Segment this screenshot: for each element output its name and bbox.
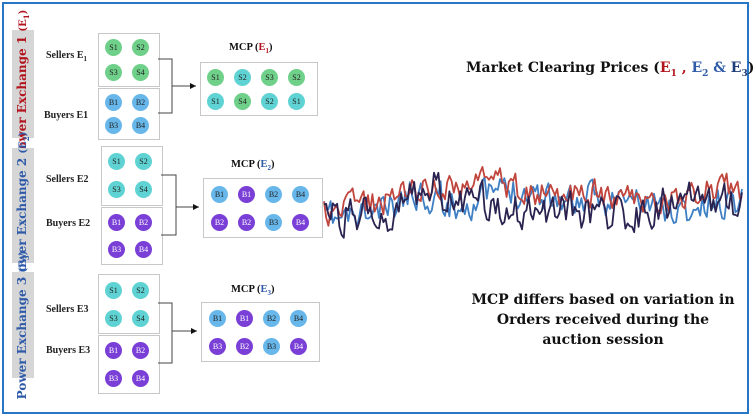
mcp-node: B1 xyxy=(209,310,226,327)
price-line-e1 xyxy=(323,165,743,227)
mcp-node: S2 xyxy=(288,69,305,86)
caption-line-2: Orders received during the xyxy=(496,312,710,328)
seller-node: S3 xyxy=(108,181,125,198)
buyers-e3-box: B1 B2 B3 B4 xyxy=(98,335,160,394)
caption-line-1: MCP differs based on variation in xyxy=(471,292,735,308)
buyer-node: B3 xyxy=(105,370,122,387)
mcp-node: B1 xyxy=(236,310,253,327)
exchange-2-bar: Power Exchange 2 (E2) xyxy=(12,131,34,280)
seller-node: S2 xyxy=(132,39,149,56)
buyer-node: B1 xyxy=(105,94,122,111)
sellers-e2-label: Sellers E2 xyxy=(46,174,89,185)
seller-node: S3 xyxy=(105,310,122,327)
mcp-e1-title: MCP (E1) xyxy=(229,42,273,56)
mcp-node: S3 xyxy=(261,69,278,86)
buyers-e1-label: Buyers E1 xyxy=(44,110,89,121)
price-line-e2 xyxy=(323,176,743,229)
outer-frame xyxy=(2,2,749,414)
price-series-group xyxy=(323,165,743,239)
sellers-e3-box: S1 S2 S3 S4 xyxy=(98,274,160,334)
sellers-e1-box: S1 S2 S3 S4 xyxy=(98,33,160,87)
mcp-node: B3 xyxy=(209,338,226,355)
buyer-node: B2 xyxy=(132,342,149,359)
seller-node: S1 xyxy=(105,39,122,56)
sellers-e2-box: S1 S2 S3 S4 xyxy=(101,146,163,206)
mcp-e1-box: S1 S2 S3 S2 S1 S4 S2 S1 xyxy=(200,62,318,116)
mcp-node: S2 xyxy=(261,93,278,110)
seller-node: S3 xyxy=(105,64,122,81)
connector-e2 xyxy=(161,174,199,236)
mcp-node: B4 xyxy=(292,214,309,231)
buyers-e3-label: Buyers E3 xyxy=(46,345,91,356)
sellers-e1-label: Sellers E1 xyxy=(46,50,87,63)
buyer-node: B3 xyxy=(105,117,122,134)
buyer-node: B1 xyxy=(105,342,122,359)
mcp-node: S1 xyxy=(207,93,224,110)
buyer-node: B1 xyxy=(108,214,125,231)
exchange-1-bar: Power Exchange 1 (E1) xyxy=(12,10,34,158)
mcp-e2-box: B1 B1 B2 B4 B2 B2 B3 B4 xyxy=(203,178,323,238)
mcp-node: B4 xyxy=(290,310,307,327)
seller-node: S4 xyxy=(132,310,149,327)
mcp-node: S4 xyxy=(234,93,251,110)
mcp-node: B4 xyxy=(292,186,309,203)
mcp-e3-title: MCP (E3) xyxy=(231,284,275,298)
price-line-e3 xyxy=(323,171,743,239)
sellers-e3-label: Sellers E3 xyxy=(46,304,89,315)
seller-node: S4 xyxy=(132,64,149,81)
mcp-node: B3 xyxy=(265,214,282,231)
connector-e3 xyxy=(158,302,197,364)
buyer-node: B4 xyxy=(132,117,149,134)
mcp-node: S1 xyxy=(207,69,224,86)
diagram-caption: MCP differs based on variation in Orders… xyxy=(462,290,744,350)
buyers-e2-label: Buyers E2 xyxy=(46,218,91,229)
buyers-e2-box: B1 B2 B3 B4 xyxy=(101,207,163,265)
mcp-e3-box: B1 B1 B2 B4 B3 B2 B3 B4 xyxy=(201,302,320,362)
seller-node: S4 xyxy=(135,181,152,198)
mcp-node: B4 xyxy=(290,338,307,355)
buyer-node: B3 xyxy=(108,241,125,258)
buyer-node: B4 xyxy=(135,241,152,258)
buyer-node: B2 xyxy=(135,214,152,231)
buyer-node: B4 xyxy=(132,370,149,387)
mcp-node: B1 xyxy=(211,186,228,203)
exchange-3-bar: Power Exchange 3 (E3) xyxy=(12,251,34,399)
mcp-node: S2 xyxy=(234,69,251,86)
seller-node: S2 xyxy=(132,282,149,299)
connector-e1 xyxy=(158,58,196,114)
buyers-e1-box: B1 B2 B3 B4 xyxy=(98,88,160,140)
mcp-node: S1 xyxy=(288,93,305,110)
mcp-node: B2 xyxy=(263,310,280,327)
mcp-node: B2 xyxy=(236,338,253,355)
mcp-node: B2 xyxy=(211,214,228,231)
mcp-e2-title: MCP (E2) xyxy=(231,159,275,173)
mcp-node: B1 xyxy=(238,186,255,203)
buyer-node: B2 xyxy=(132,94,149,111)
seller-node: S1 xyxy=(105,282,122,299)
mcp-node: B3 xyxy=(263,338,280,355)
caption-line-3: auction session xyxy=(542,332,664,348)
diagram-title: Market Clearing Prices (E1 , E2 & E3) xyxy=(466,60,753,79)
mcp-node: B2 xyxy=(265,186,282,203)
mcp-node: B2 xyxy=(238,214,255,231)
seller-node: S1 xyxy=(108,153,125,170)
seller-node: S2 xyxy=(135,153,152,170)
